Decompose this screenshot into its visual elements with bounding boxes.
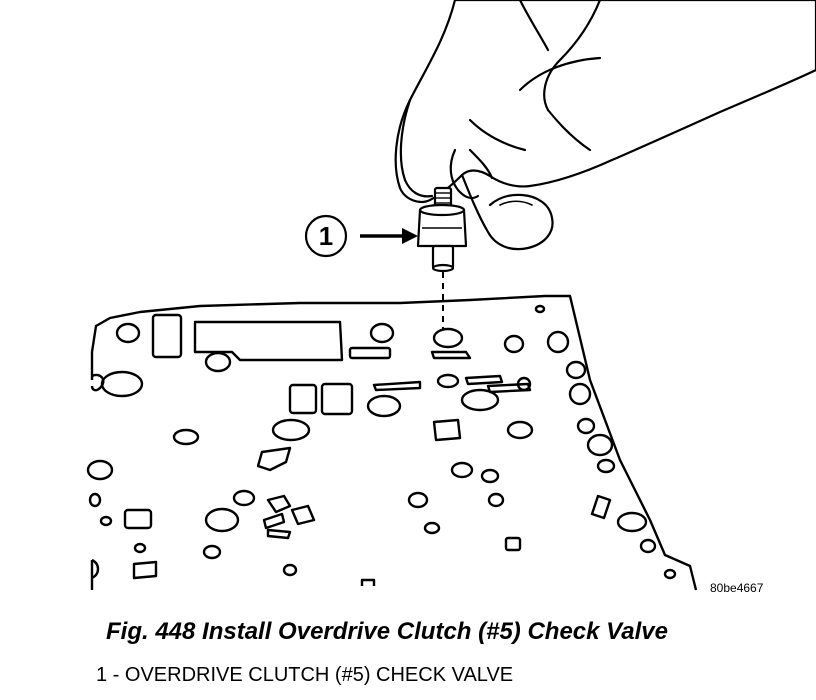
valve-body-plate <box>86 294 698 591</box>
technical-illustration: 1 <box>86 0 816 595</box>
legend-item: 1 - OVERDRIVE CLUTCH (#5) CHECK VALVE <box>96 664 514 686</box>
check-valve-icon <box>416 186 468 273</box>
callout-arrow-icon <box>304 214 418 258</box>
figure-caption: Fig. 448 Install Overdrive Clutch (#5) C… <box>106 618 668 645</box>
figure-reference-code: 80be4667 <box>710 581 764 595</box>
callout-number: 1 <box>319 221 333 251</box>
hand-illustration <box>394 0 816 251</box>
